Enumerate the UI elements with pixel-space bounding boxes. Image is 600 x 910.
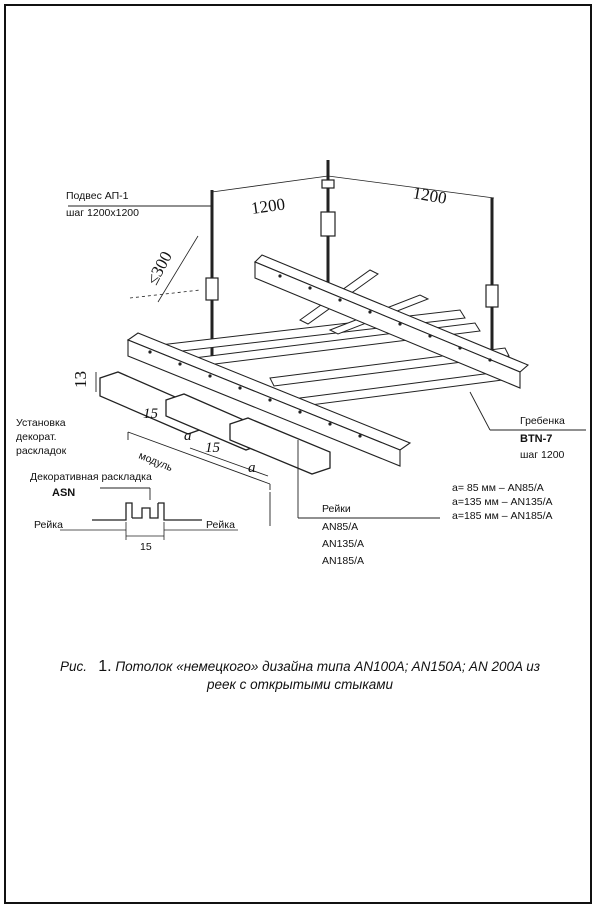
rail-right-label: Рейка [206,519,235,531]
caption-number: 1. [98,658,112,675]
rail-type-2: AN135/A [322,538,364,550]
comb-step-label: шаг 1200 [520,449,565,461]
span-dimension-lines [129,175,495,303]
gap-dimension-2: 15 [205,440,221,456]
detail-dimension [60,522,238,540]
figure-caption: Рис. 1. Потолок «немецкого» дизайна типа… [20,658,580,694]
install-label-line3: раскладок [16,445,67,457]
front-carrier [126,332,412,467]
install-label-line1: Установка [16,417,66,429]
hanger-step-label: шаг 1200х1200 [66,207,139,219]
page-border [4,4,592,904]
comb-code-label: BTN-7 [520,433,552,445]
rail-left-label: Рейка [34,519,63,531]
rail-joint-detail [92,502,202,521]
hanger-clips [205,179,499,308]
rail-type-1: AN85/A [322,521,358,533]
a-dimension-2: a [248,460,256,476]
deco-code-label: ASN [52,487,75,499]
back-carrier [254,254,530,389]
caption-line2: реек с открытыми стыками [207,677,393,692]
deco-title-label: Декоративная раскладка [30,471,152,483]
install-label-line2: декорат. [16,431,57,443]
span-left-dimension: 1200 [250,194,286,218]
a-value-3: а=185 мм – AN185/A [452,510,553,522]
carrier-holes [148,274,492,438]
leader-lines [68,205,586,526]
hanger-label: Подвес АП-1 [66,190,129,202]
rail-type-3: AN185/A [322,555,364,567]
caption-prefix: Рис. [59,659,87,674]
offset-dimension: ≤300 [143,248,176,288]
gap-dimension-1: 15 [143,406,159,422]
gap-detail-label: 15 [140,541,152,553]
rails-title-label: Рейки [322,503,351,515]
height-dimension: 13 [71,371,90,388]
comb-title-label: Гребенка [520,415,565,427]
rail-profiles [99,371,331,475]
a-value-2: а=135 мм – AN135/A [452,496,553,508]
a-value-1: а= 85 мм – AN85/A [452,482,544,494]
caption-line1: Потолок «немецкого» дизайна типа AN100A;… [115,659,541,674]
span-right-dimension: 1200 [411,183,448,208]
a-dimension-1: a [184,428,192,444]
